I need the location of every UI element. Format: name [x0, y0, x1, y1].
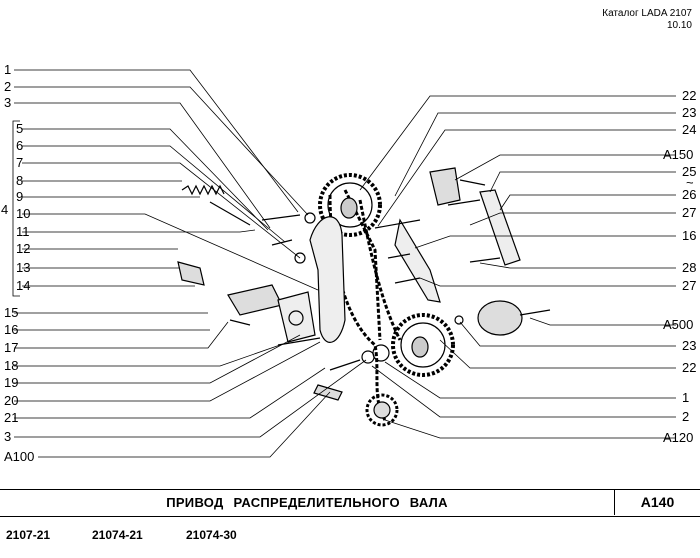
title-block: ПРИВОД РАСПРЕДЕЛИТЕЛЬНОГО ВАЛА A140 — [0, 489, 700, 517]
callout-left-10: 11 — [16, 224, 30, 239]
callout-left-22: A100 — [4, 449, 34, 464]
callout-left-14: 15 — [4, 305, 18, 320]
chain-tensioner — [227, 284, 316, 343]
tensioner-rod — [209, 201, 251, 226]
callout-left-4: 5 — [16, 121, 23, 136]
callout-right-17: A120 — [663, 430, 693, 445]
callout-right-11: 27 — [682, 278, 696, 293]
callout-left-12: 13 — [16, 260, 30, 275]
crankshaft-sprocket — [365, 393, 399, 427]
callout-right-5: 25 — [682, 164, 696, 179]
callout-group: 4 — [1, 202, 8, 217]
bolt-right-b — [387, 253, 421, 284]
callout-left-5: 6 — [16, 138, 23, 153]
distributor-drive-part — [429, 167, 486, 206]
callout-left-6: 7 — [16, 155, 23, 170]
tensioner-cap-nut — [177, 261, 205, 286]
exploded-parts-diagram: 123567891011121314151617181920213A100222… — [1, 62, 696, 464]
bolt-right-a — [374, 199, 501, 263]
chain-tensioner-shoe — [309, 216, 346, 343]
callout-left-21: 3 — [4, 429, 11, 444]
washer-center-b — [372, 344, 390, 362]
callout-right-12: A500 — [663, 317, 693, 332]
callout-right-6: ~ — [686, 175, 694, 190]
stud-bolt — [229, 319, 251, 326]
model-item: 21074-30 — [186, 528, 237, 542]
callout-left-15: 16 — [4, 322, 18, 337]
callout-right-14: 22 — [682, 360, 696, 375]
callout-left-1: 1 — [4, 62, 11, 77]
leader-lines — [12, 69, 676, 458]
callout-right-13: 23 — [682, 338, 696, 353]
drawing-code: A140 — [640, 494, 675, 510]
callout-right-16: 2 — [682, 409, 689, 424]
callout-left-18: 19 — [4, 375, 18, 390]
intermediate-shaft-sprocket — [391, 313, 455, 377]
drawing-title: ПРИВОД РАСПРЕДЕЛИТЕЛЬНОГО ВАЛА — [0, 490, 615, 515]
catalog-date: 10.10 — [666, 20, 692, 31]
callout-left-19: 20 — [4, 393, 18, 408]
callout-right-15: 1 — [682, 390, 689, 405]
callout-right-1: 22 — [682, 88, 696, 103]
sensor — [313, 384, 343, 401]
model-list: 2107-21 21074-21 21074-30 — [0, 528, 700, 548]
catalog-title: Каталог LADA 2107 — [602, 8, 692, 19]
catalog-header: Каталог LADA 2107 10.10 — [602, 8, 692, 32]
callout-right-9: 16 — [682, 228, 696, 243]
upper-camshaft-sprocket — [318, 173, 382, 237]
callout-left-13: 14 — [16, 278, 30, 293]
callout-left-11: 12 — [16, 241, 30, 256]
callout-right-8: 27 — [682, 205, 696, 220]
callout-left-3: 3 — [4, 95, 11, 110]
callout-left-7: 8 — [16, 173, 23, 188]
callout-left-8: 9 — [16, 189, 23, 204]
bolt-left — [261, 214, 301, 246]
washer-small — [294, 252, 306, 264]
callout-right-2: 23 — [682, 105, 696, 120]
callout-right-4: A150 — [663, 147, 693, 162]
model-item: 2107-21 — [6, 528, 51, 542]
washer-left — [304, 212, 316, 224]
callout-right-7: 26 — [682, 187, 696, 202]
callout-labels: 123567891011121314151617181920213A100222… — [1, 62, 696, 464]
callout-left-16: 17 — [4, 340, 18, 355]
oil-pump-drive-gear — [477, 300, 551, 336]
tensioner-spring — [181, 184, 225, 196]
bracket — [479, 189, 521, 266]
callout-left-2: 2 — [4, 79, 11, 94]
callout-left-20: 21 — [4, 410, 18, 425]
callout-right-3: 24 — [682, 122, 696, 137]
parts-drawing — [177, 167, 551, 427]
callout-left-17: 18 — [4, 358, 18, 373]
washer-right — [454, 315, 464, 325]
callout-right-10: 28 — [682, 260, 696, 275]
model-item: 21074-21 — [92, 528, 143, 542]
callout-left-9: 10 — [16, 206, 30, 221]
bolt-lower — [277, 337, 321, 346]
bolt-center — [329, 359, 361, 371]
chain-damper — [394, 218, 441, 303]
